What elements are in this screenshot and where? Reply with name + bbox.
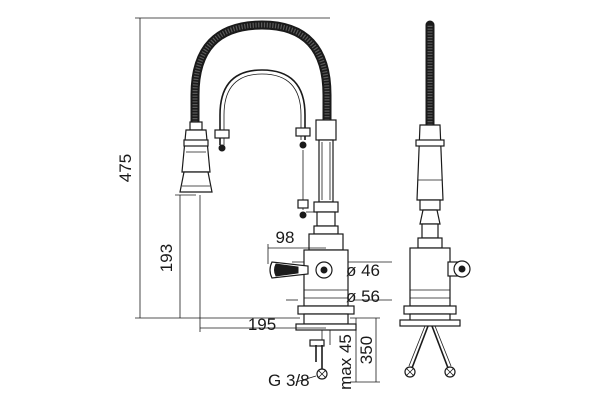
arch-side-connector [297, 150, 316, 219]
lever-handle [269, 261, 333, 279]
dim-reach: 195 [248, 315, 276, 334]
dim-handle-offset: 98 [276, 228, 295, 247]
arch-clip-right-screw [299, 141, 307, 149]
hand-shower [179, 121, 213, 193]
supply-hose [315, 345, 328, 380]
dim-spout-height: 193 [157, 244, 176, 272]
side-connector [419, 199, 441, 211]
inner-spout-arch [219, 69, 306, 145]
dim-connector: G 3/8 [268, 371, 310, 390]
dim-max-deck: max 45 [336, 334, 355, 390]
dimension-lines [135, 17, 392, 383]
inner-spout-arch-inner [223, 73, 302, 145]
side-body [409, 247, 451, 307]
arch-clip-left-screw [218, 144, 226, 152]
arch-clip-left [214, 129, 230, 139]
side-hand-shower [416, 124, 444, 201]
front-view [179, 20, 357, 380]
side-supply-hoses [404, 325, 456, 378]
dim-hose-length: 350 [357, 336, 376, 364]
side-hand-shower-ring [415, 139, 445, 147]
side-deck-plate [399, 319, 461, 327]
dim-diameter-top: ø 46 [346, 261, 380, 280]
side-view [399, 20, 471, 378]
dim-diameter-base: ø 56 [346, 287, 380, 306]
dim-total-height: 475 [116, 154, 135, 182]
spring-hose-coil [192, 22, 330, 150]
arch-clip-right [295, 127, 311, 137]
faucet-body [295, 119, 357, 347]
